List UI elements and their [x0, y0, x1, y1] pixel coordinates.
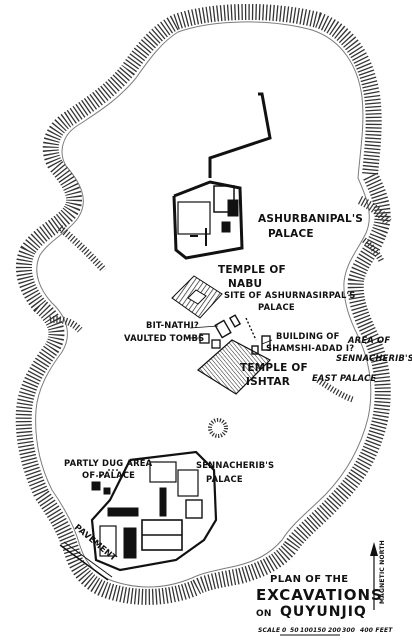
mound-outline: [15, 3, 392, 605]
scale-tick-label: 200: [328, 627, 341, 634]
label-partly-dug-1: PARTLY DUG AREA: [64, 458, 153, 468]
bit-nathi-plan: [214, 314, 257, 341]
scale-tick-label: 300: [342, 627, 355, 634]
title-block: PLAN OF THE EXCAVATIONS ON QUYUNJIQ: [256, 574, 383, 620]
scale-tick-label: 100: [300, 627, 313, 634]
shamshi-adad-building-plan: [251, 335, 271, 355]
label-sennacherib-1: SENNACHERIB'S: [196, 460, 274, 470]
label-ashurbanipal-1: ASHURBANIPAL'S: [258, 213, 363, 225]
label-nabu-2: NABU: [228, 278, 262, 290]
scale-tick-label: 150: [313, 627, 326, 634]
nabu-temple-plan: [171, 275, 223, 319]
label-partly-dug-2: OF PALACE: [82, 470, 135, 480]
sennacherib-palace-plan: [90, 450, 218, 572]
scale-tick-label: 0: [282, 627, 286, 634]
title-line-3: ON: [256, 609, 272, 619]
label-shamshi-2: SHAMSHI-ADAD I?: [266, 343, 354, 353]
title-line-2: EXCAVATIONS: [256, 586, 383, 604]
label-sennacherib-east: SENNACHERIB'S: [336, 353, 412, 363]
label-sennacherib-2: PALACE: [206, 474, 243, 484]
label-ashurbanipal-2: PALACE: [268, 228, 314, 240]
label-bit-nathi: BIT-NATHI?: [146, 320, 199, 330]
vaulted-tombs-plan: [199, 333, 221, 349]
label-east-palace: EAST PALACE: [312, 373, 376, 383]
central-mound: [208, 418, 228, 438]
label-ashurnasirpal-2: PALACE: [258, 302, 295, 312]
label-ishtar-2: ISHTAR: [246, 376, 290, 388]
label-area-of: AREA OF: [347, 335, 390, 345]
label-shamshi-1: BUILDING OF: [276, 331, 340, 341]
title-line-4: QUYUNJIQ: [280, 604, 367, 620]
pavement-line: [59, 541, 113, 581]
label-nabu-1: TEMPLE OF: [218, 264, 286, 276]
ashurbanipal-palace-plan: [172, 92, 272, 260]
north-arrow: MAGNETIC NORTH: [370, 540, 386, 610]
label-magnetic-north: MAGNETIC NORTH: [379, 540, 386, 604]
north-arrow-icon: [370, 542, 378, 556]
scale-tick-label: 50: [290, 627, 299, 634]
leader-lines: [186, 325, 273, 345]
label-ashurnasirpal-1: SITE OF ASHURNASIRPAL'S: [224, 290, 356, 300]
scale-tick-label: 400 FEET: [360, 627, 393, 634]
scale-prefix: SCALE: [258, 627, 281, 634]
label-ishtar-1: TEMPLE OF: [240, 362, 308, 374]
title-line-1: PLAN OF THE: [270, 574, 349, 585]
label-vaulted-tombs: VAULTED TOMBS: [124, 333, 204, 343]
